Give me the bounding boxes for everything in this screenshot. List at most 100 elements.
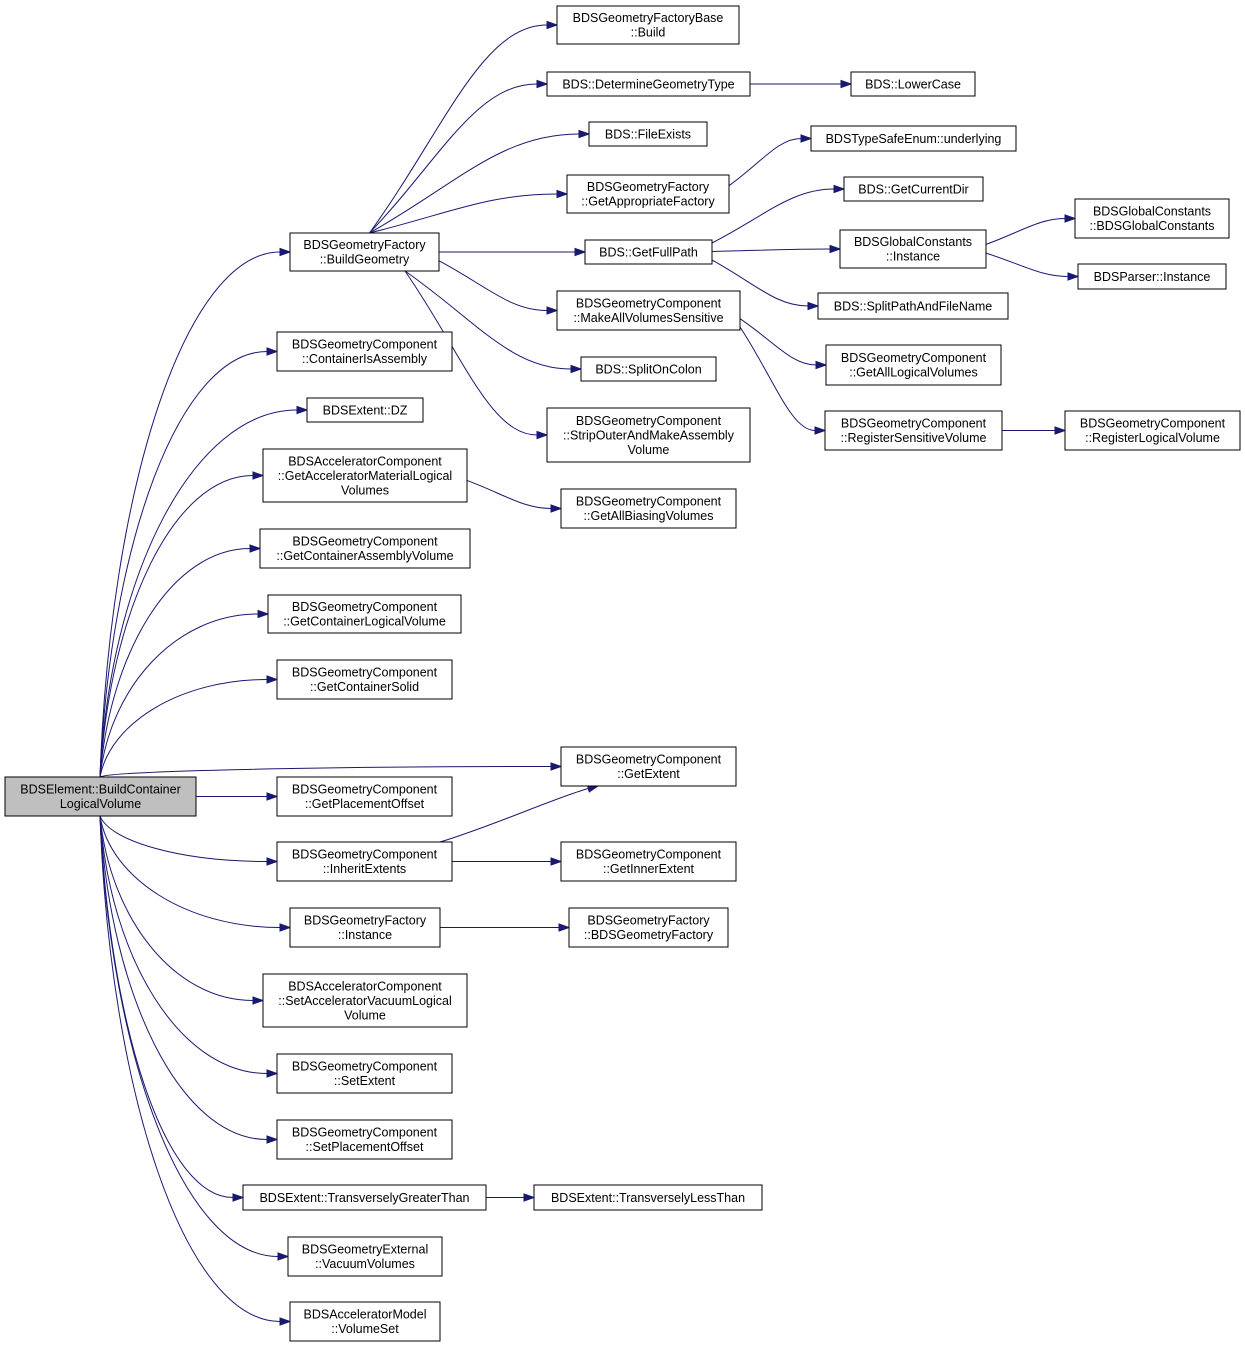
edge-line bbox=[369, 133, 580, 234]
edge-line bbox=[99, 613, 259, 778]
node-getContainerLogicalVolume[interactable]: BDSGeometryComponent::GetContainerLogica… bbox=[267, 594, 462, 634]
node-box bbox=[560, 841, 737, 882]
edge-root-to-transGreater bbox=[99, 815, 245, 1202]
node-splitOnColon[interactable]: BDS::SplitOnColon bbox=[580, 356, 717, 382]
node-getAllLogicalVolumes[interactable]: BDSGeometryComponent::GetAllLogicalVolum… bbox=[825, 344, 1002, 386]
node-box bbox=[276, 1053, 453, 1094]
edge-arrowhead bbox=[1064, 214, 1077, 223]
node-getAllBiasingVolumes[interactable]: BDSGeometryComponent::GetAllBiasingVolum… bbox=[560, 488, 737, 529]
node-getCurrentDir[interactable]: BDS::GetCurrentDir bbox=[843, 176, 984, 202]
edge-arrowhead bbox=[266, 792, 279, 801]
node-splitPath[interactable]: BDS::SplitPathAndFileName bbox=[817, 292, 1009, 320]
node-label: BDSTypeSafeEnum::underlying bbox=[826, 132, 1002, 146]
node-registerLogicalVolume[interactable]: BDSGeometryComponent::RegisterLogicalVol… bbox=[1064, 410, 1241, 451]
node-getContainerAssemblyVolume[interactable]: BDSGeometryComponent::GetContainerAssemb… bbox=[259, 528, 471, 569]
node-getContainerSolid[interactable]: BDSGeometryComponent::GetContainerSolid bbox=[276, 659, 453, 700]
node-fileExists[interactable]: BDS::FileExists bbox=[588, 121, 708, 147]
node-getAccelMatLV[interactable]: BDSAcceleratorComponent::GetAcceleratorM… bbox=[262, 448, 468, 503]
edge-line bbox=[404, 270, 538, 436]
node-gcCtor[interactable]: BDSGlobalConstants::BDSGlobalConstants bbox=[1074, 198, 1230, 239]
node-containerIsAssembly[interactable]: BDSGeometryComponent::ContainerIsAssembl… bbox=[276, 331, 453, 372]
node-label: ::GetAcceleratorMaterialLogical bbox=[278, 469, 452, 483]
edge-arrowhead bbox=[279, 1317, 292, 1326]
node-label: BDSGeometryComponent bbox=[1080, 417, 1226, 431]
node-label: ::BuildGeometry bbox=[320, 253, 410, 267]
edge-root-to-dz bbox=[99, 405, 309, 778]
node-label: BDSParser::Instance bbox=[1094, 270, 1211, 284]
edge-gcInstance-to-parserInstance bbox=[985, 252, 1080, 281]
node-label: BDSGeometryFactoryBase bbox=[573, 11, 724, 25]
node-vacuumVolumes[interactable]: BDSGeometryExternal::VacuumVolumes bbox=[287, 1236, 443, 1277]
node-label: ::ContainerIsAssembly bbox=[302, 352, 428, 366]
node-transGreater[interactable]: BDSExtent::TransverselyGreaterThan bbox=[242, 1184, 487, 1211]
edge-getFullPath-to-gcInstance bbox=[711, 244, 842, 254]
edge-determineGeometryType-to-lowerCase bbox=[750, 79, 853, 89]
node-registerSensitiveVolume[interactable]: BDSGeometryComponent::RegisterSensitiveV… bbox=[824, 410, 1003, 451]
node-box bbox=[276, 331, 453, 372]
node-volumeSet[interactable]: BDSAcceleratorModel::VolumeSet bbox=[289, 1301, 441, 1342]
node-setExtent[interactable]: BDSGeometryComponent::SetExtent bbox=[276, 1053, 453, 1094]
node-label: BDS::SplitOnColon bbox=[595, 362, 701, 376]
edge-line bbox=[99, 679, 268, 778]
node-label: Volume bbox=[628, 443, 670, 457]
node-transLess[interactable]: BDSExtent::TransverselyLessThan bbox=[533, 1184, 763, 1211]
node-parserInstance[interactable]: BDSParser::Instance bbox=[1077, 263, 1227, 290]
node-box bbox=[533, 1184, 763, 1211]
node-box bbox=[546, 71, 751, 97]
edge-root-to-getContainerLogicalVolume bbox=[99, 609, 270, 778]
node-gcInstance[interactable]: BDSGlobalConstants::Instance bbox=[839, 229, 987, 269]
node-getInnerExtent[interactable]: BDSGeometryComponent::GetInnerExtent bbox=[560, 841, 737, 882]
edge-line bbox=[99, 815, 279, 1257]
edge-root-to-setPlacementOffset bbox=[99, 815, 279, 1144]
edge-transGreater-to-transLess bbox=[486, 1193, 536, 1202]
node-buildGeometry[interactable]: BDSGeometryFactory::BuildGeometry bbox=[289, 232, 440, 272]
edge-arrowhead bbox=[279, 247, 292, 257]
node-getExtent[interactable]: BDSGeometryComponent::GetExtent bbox=[560, 746, 737, 787]
node-label: ::VacuumVolumes bbox=[315, 1257, 415, 1271]
edge-arrowhead bbox=[266, 1069, 279, 1078]
node-label: BDS::LowerCase bbox=[865, 77, 961, 91]
edge-arrowhead bbox=[266, 675, 279, 684]
node-factoryBaseBuild[interactable]: BDSGeometryFactoryBase::Build bbox=[556, 5, 740, 45]
node-dz[interactable]: BDSExtent::DZ bbox=[306, 397, 424, 423]
edge-arrowhead bbox=[556, 189, 569, 199]
node-setAccelVacLV[interactable]: BDSAcceleratorComponent::SetAcceleratorV… bbox=[262, 973, 468, 1028]
edge-arrowhead bbox=[550, 857, 563, 866]
node-getAppropriateFactory[interactable]: BDSGeometryFactory::GetAppropriateFactor… bbox=[566, 174, 730, 214]
edge-root-to-getAccelMatLV bbox=[99, 471, 265, 778]
node-label: ::Instance bbox=[338, 928, 392, 942]
node-underlying[interactable]: BDSTypeSafeEnum::underlying bbox=[810, 125, 1017, 152]
node-lowerCase[interactable]: BDS::LowerCase bbox=[850, 71, 976, 97]
node-determineGeometryType[interactable]: BDS::DetermineGeometryType bbox=[546, 71, 751, 97]
edge-gcInstance-to-gcCtor bbox=[985, 214, 1077, 245]
edge-buildGeometry-to-fileExists bbox=[369, 129, 591, 234]
edge-arrowhead bbox=[252, 996, 265, 1005]
node-box bbox=[843, 176, 984, 202]
node-stripOuter[interactable]: BDSGeometryComponent::StripOuterAndMakeA… bbox=[546, 407, 751, 463]
node-label: BDSGeometryComponent bbox=[292, 848, 438, 862]
node-getPlacementOffset[interactable]: BDSGeometryComponent::GetPlacementOffset bbox=[276, 776, 453, 817]
node-box bbox=[276, 776, 453, 817]
edge-root-to-gfInstance bbox=[99, 815, 292, 932]
node-gfInstance[interactable]: BDSGeometryFactory::Instance bbox=[289, 907, 441, 948]
node-setPlacementOffset[interactable]: BDSGeometryComponent::SetPlacementOffset bbox=[276, 1119, 453, 1160]
edge-line bbox=[438, 260, 548, 311]
node-box bbox=[546, 407, 751, 463]
edge-arrowhead bbox=[550, 504, 563, 513]
node-gfCtor[interactable]: BDSGeometryFactory::BDSGeometryFactory bbox=[568, 907, 729, 948]
edge-line bbox=[99, 815, 268, 862]
node-inheritExtents[interactable]: BDSGeometryComponent::InheritExtents bbox=[276, 841, 453, 882]
node-box bbox=[276, 659, 453, 700]
edge-arrowhead bbox=[550, 762, 563, 771]
node-makeAllVolumesSensitive[interactable]: BDSGeometryComponent::MakeAllVolumesSens… bbox=[556, 290, 741, 331]
edge-buildGeometry-to-getAppropriateFactory bbox=[369, 189, 569, 234]
edge-root-to-containerIsAssembly bbox=[99, 347, 279, 778]
node-getFullPath[interactable]: BDS::GetFullPath bbox=[584, 239, 713, 265]
node-label: BDSElement::BuildContainer bbox=[20, 783, 181, 797]
edge-line bbox=[985, 218, 1066, 245]
edge-arrowhead bbox=[266, 347, 279, 356]
node-label: ::Build bbox=[631, 26, 666, 40]
node-label: BDSGeometryComponent bbox=[292, 1060, 438, 1074]
node-box bbox=[267, 594, 462, 634]
